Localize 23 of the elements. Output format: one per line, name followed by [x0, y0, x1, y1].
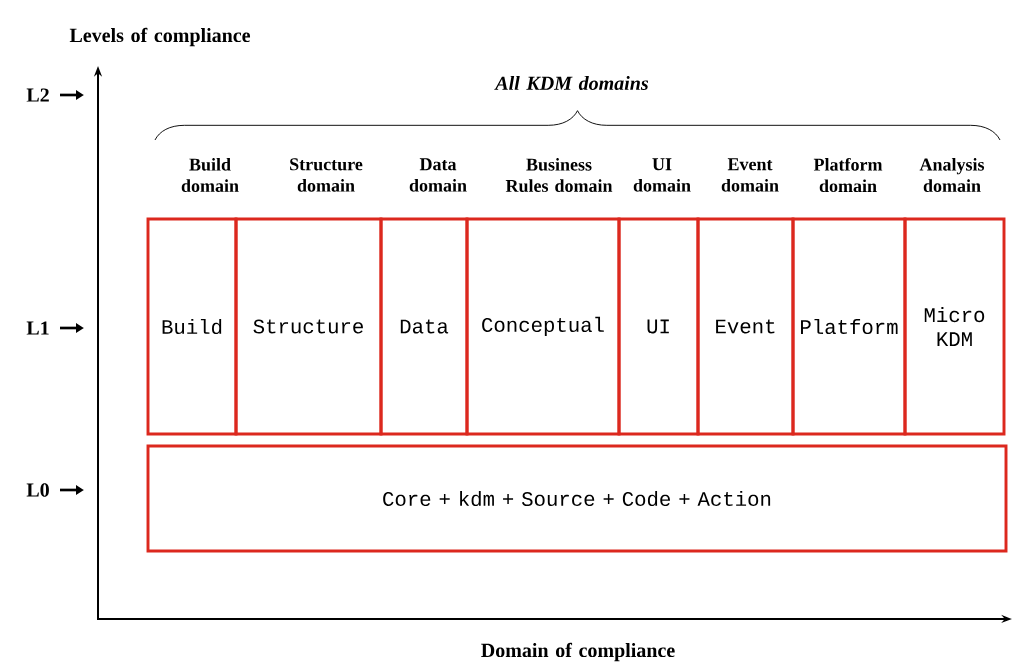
domain-label: Platform domain [813, 157, 883, 193]
level-box: Event [696, 217, 795, 436]
level-box: Structure [234, 217, 383, 436]
level-box: UI [617, 217, 700, 436]
level-box: Data [379, 217, 469, 436]
level-label: L1 [26, 321, 49, 335]
domain-label: Business Rules domain [505, 158, 613, 192]
domain-label: Build domain [181, 158, 239, 192]
axis-label: Levels of compliance [69, 27, 251, 47]
domain-label: UI domain [633, 158, 691, 192]
level-label: L2 [26, 88, 49, 102]
group-label: All KDM domains [494, 75, 649, 91]
domain-label: Event domain [721, 158, 779, 192]
domain-label: Analysis domain [919, 158, 985, 192]
domain-label: Data domain [409, 158, 467, 192]
level-box: Micro KDM [903, 217, 1006, 436]
level-label: L0 [26, 483, 49, 497]
axis-label: Domain of compliance [481, 642, 675, 662]
domain-label: Structure domain [290, 158, 363, 192]
level-box: Build [146, 217, 238, 436]
level-box: Conceptual [465, 217, 621, 436]
level-box: Platform [791, 217, 907, 436]
level-box: Core + kdm + Source + Code + Action [146, 444, 1008, 553]
